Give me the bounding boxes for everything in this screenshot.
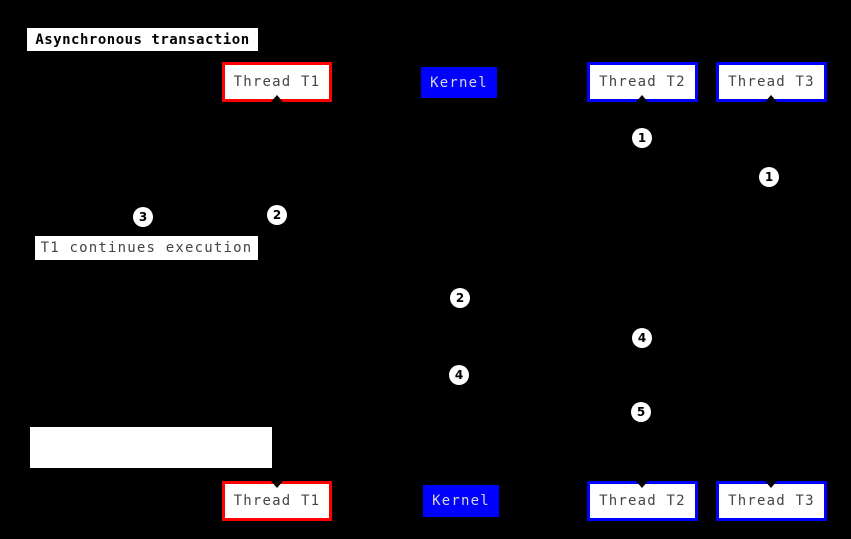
step-marker: 5	[631, 402, 651, 422]
lifeline-notch	[271, 95, 283, 102]
step-marker: 2	[267, 205, 287, 225]
note-empty	[30, 427, 272, 468]
participant-kernel-bottom: Kernel	[423, 485, 499, 517]
lifeline-notch	[636, 95, 648, 102]
diagram-title: Asynchronous transaction	[27, 28, 258, 51]
step-marker: 3	[133, 207, 153, 227]
step-marker: 4	[449, 365, 469, 385]
lifeline-notch	[271, 481, 283, 488]
step-marker: 4	[632, 328, 652, 348]
lifeline-notch	[765, 481, 777, 488]
step-marker: 1	[632, 128, 652, 148]
lifeline-notch	[765, 95, 777, 102]
step-marker: 2	[450, 288, 470, 308]
lifeline-notch	[636, 481, 648, 488]
participant-kernel-top: Kernel	[421, 67, 497, 98]
step-marker: 1	[759, 167, 779, 187]
note-t1-continues-execution: T1 continues execution	[35, 236, 258, 260]
